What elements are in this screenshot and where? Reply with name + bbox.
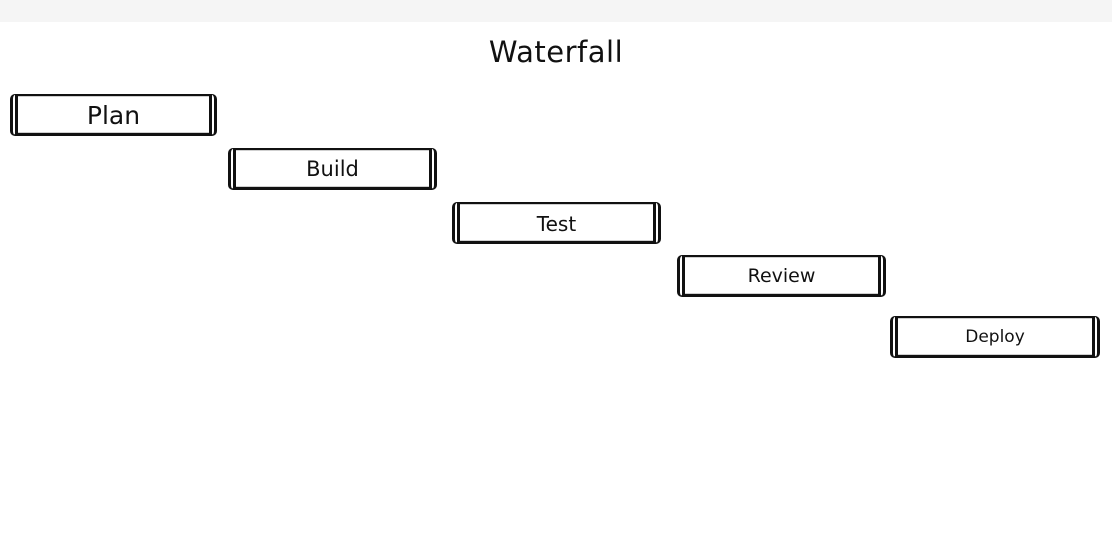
top-band — [0, 0, 1112, 22]
step-label: Plan — [86, 101, 141, 130]
diagram-title: Waterfall — [488, 35, 624, 69]
step-label: Test — [536, 211, 577, 236]
step-box-deploy: Deploy — [890, 316, 1100, 358]
step-label: Deploy — [965, 327, 1025, 347]
step-label: Review — [747, 265, 816, 287]
step-box-review: Review — [677, 255, 886, 297]
step-label: Build — [306, 157, 359, 181]
step-box-test: Test — [452, 202, 661, 244]
step-box-plan: Plan — [10, 94, 217, 136]
step-box-build: Build — [228, 148, 437, 190]
